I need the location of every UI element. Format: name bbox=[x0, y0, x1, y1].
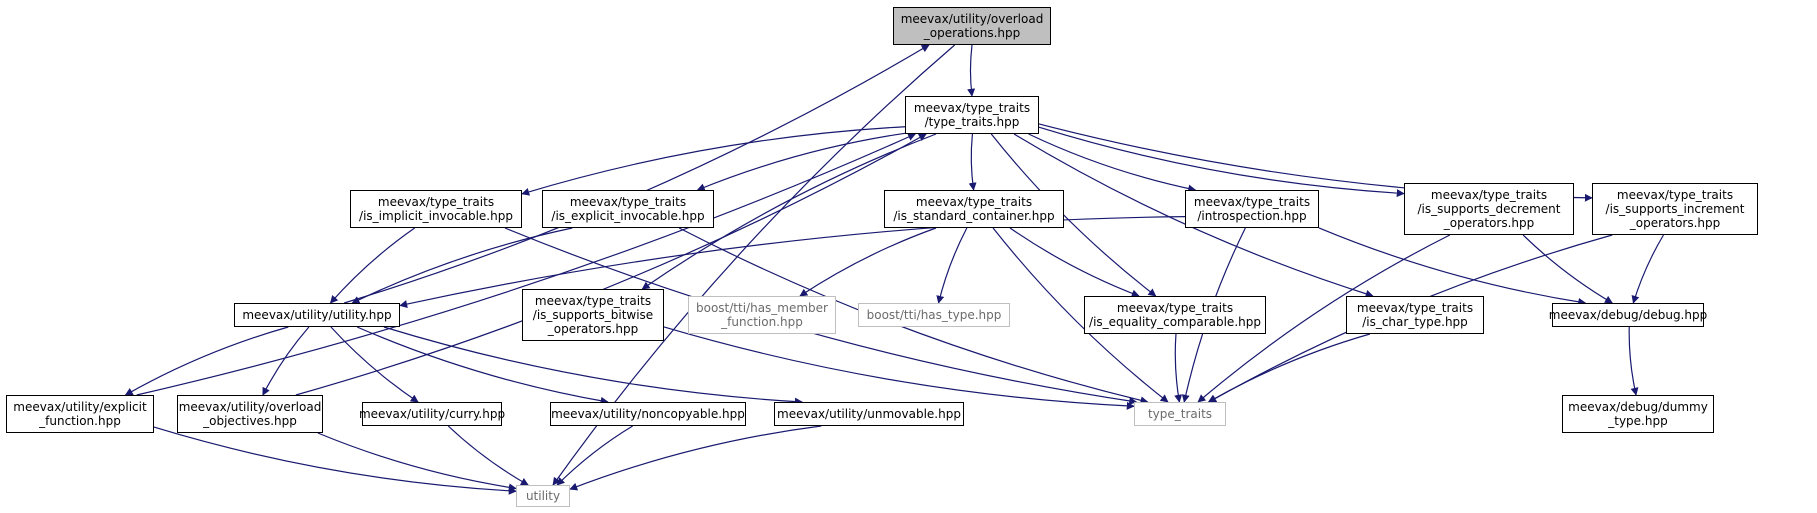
node-is-supports-bitwise[interactable]: meevax/type_traits /is_supports_bitwise … bbox=[522, 289, 664, 341]
node-explicit-function[interactable]: meevax/utility/explicit _function.hpp bbox=[6, 395, 154, 433]
node-boost-tti-has-type[interactable]: boost/tti/has_type.hpp bbox=[858, 303, 1010, 327]
edge-type_traits_hpp-to-is_standard_container bbox=[968, 133, 977, 191]
edge-overload_objectives-to-type_traits_hpp bbox=[295, 133, 927, 396]
edge-is_implicit_invocable-to-utility_hpp bbox=[329, 227, 416, 304]
edge-is_explicit_invocable-to-type_traits_std bbox=[678, 227, 1149, 405]
edge-utility_hpp-to-unmovable bbox=[383, 326, 803, 406]
node-is-supports-decrement[interactable]: meevax/type_traits /is_supports_decremen… bbox=[1404, 183, 1574, 235]
edge-is_supports_decrement-to-type_traits_std bbox=[1197, 234, 1451, 403]
edge-is_equality_comparable-to-type_traits_std bbox=[1174, 333, 1183, 403]
edge-is_supports_bitwise-to-type_traits_std bbox=[663, 326, 1135, 410]
edge-debug_hpp-to-dummy_type bbox=[1628, 326, 1639, 396]
edge-overload_operations-to-type_traits_hpp bbox=[967, 44, 976, 97]
edge-type_traits_hpp-to-is_implicit_invocable bbox=[521, 126, 906, 196]
edge-noncopyable-to-utility_std bbox=[556, 425, 633, 486]
node-debug-hpp[interactable]: meevax/debug/debug.hpp bbox=[1549, 303, 1707, 327]
node-is-char-type[interactable]: meevax/type_traits /is_char_type.hpp bbox=[1346, 296, 1484, 334]
node-is-standard-container[interactable]: meevax/type_traits /is_standard_containe… bbox=[884, 190, 1064, 228]
edge-overload_objectives-to-utility_std bbox=[317, 432, 517, 492]
edge-is_char_type-to-type_traits_std bbox=[1207, 333, 1371, 403]
edge-curry-to-utility_std bbox=[447, 425, 529, 486]
edge-utility_hpp-to-curry bbox=[330, 326, 419, 403]
edge-type_traits_hpp-to-is_supports_decrement bbox=[1038, 126, 1405, 198]
node-boost-tti-has-member-function[interactable]: boost/tti/has_member _function.hpp bbox=[688, 296, 836, 334]
edge-is_supports_increment-to-debug_hpp bbox=[1631, 234, 1664, 304]
edge-unmovable-to-utility_std bbox=[569, 425, 822, 491]
node-overload-operations[interactable]: meevax/utility/overload _operations.hpp bbox=[893, 7, 1051, 45]
edge-is_standard_container-to-has_type bbox=[936, 227, 968, 304]
node-dummy-type[interactable]: meevax/debug/dummy _type.hpp bbox=[1562, 395, 1714, 433]
edge-utility_hpp-to-explicit_function bbox=[124, 326, 289, 396]
node-utility-hpp[interactable]: meevax/utility/utility.hpp bbox=[234, 303, 400, 327]
edge-explicit_function-to-type_traits_hpp bbox=[136, 133, 917, 396]
edge-is_supports_decrement-to-debug_hpp bbox=[1522, 234, 1613, 304]
node-overload-objectives[interactable]: meevax/utility/overload _objectives.hpp bbox=[177, 395, 323, 433]
node-curry[interactable]: meevax/utility/curry.hpp bbox=[359, 402, 505, 426]
edge-introspection-to-utility_hpp bbox=[399, 215, 1186, 308]
node-is-equality-comparable[interactable]: meevax/type_traits /is_equality_comparab… bbox=[1084, 296, 1266, 334]
edge-type_traits_hpp-to-is_explicit_invocable bbox=[696, 132, 906, 191]
edge-is_standard_container-to-is_equality_comparable bbox=[1009, 227, 1140, 298]
edge-is_standard_container-to-type_traits_std bbox=[992, 227, 1169, 403]
edge-type_traits_hpp-to-introspection bbox=[1028, 133, 1197, 193]
node-is-explicit-invocable[interactable]: meevax/type_traits /is_explicit_invocabl… bbox=[542, 190, 714, 228]
node-noncopyable[interactable]: meevax/utility/noncopyable.hpp bbox=[550, 402, 746, 426]
node-type-traits-hpp[interactable]: meevax/type_traits /type_traits.hpp bbox=[905, 96, 1039, 134]
edge-explicit_function-to-utility_std bbox=[153, 426, 517, 495]
edge-is_standard_container-to-has_member_function bbox=[799, 227, 937, 297]
edge-introspection-to-debug_hpp bbox=[1318, 227, 1587, 306]
edge-is_explicit_invocable-to-utility_hpp bbox=[351, 227, 573, 304]
node-is-supports-increment[interactable]: meevax/type_traits /is_supports_incremen… bbox=[1592, 183, 1758, 235]
node-is-implicit-invocable[interactable]: meevax/type_traits /is_implicit_invocabl… bbox=[350, 190, 522, 228]
node-type-traits-std[interactable]: type_traits bbox=[1134, 402, 1226, 426]
node-unmovable[interactable]: meevax/utility/unmovable.hpp bbox=[774, 402, 964, 426]
edge-utility_hpp-to-overload_objectives bbox=[262, 326, 310, 396]
node-introspection[interactable]: meevax/type_traits /introspection.hpp bbox=[1185, 190, 1319, 228]
edge-utility_hpp-to-noncopyable bbox=[356, 326, 609, 405]
node-utility-std[interactable]: utility bbox=[516, 485, 570, 507]
